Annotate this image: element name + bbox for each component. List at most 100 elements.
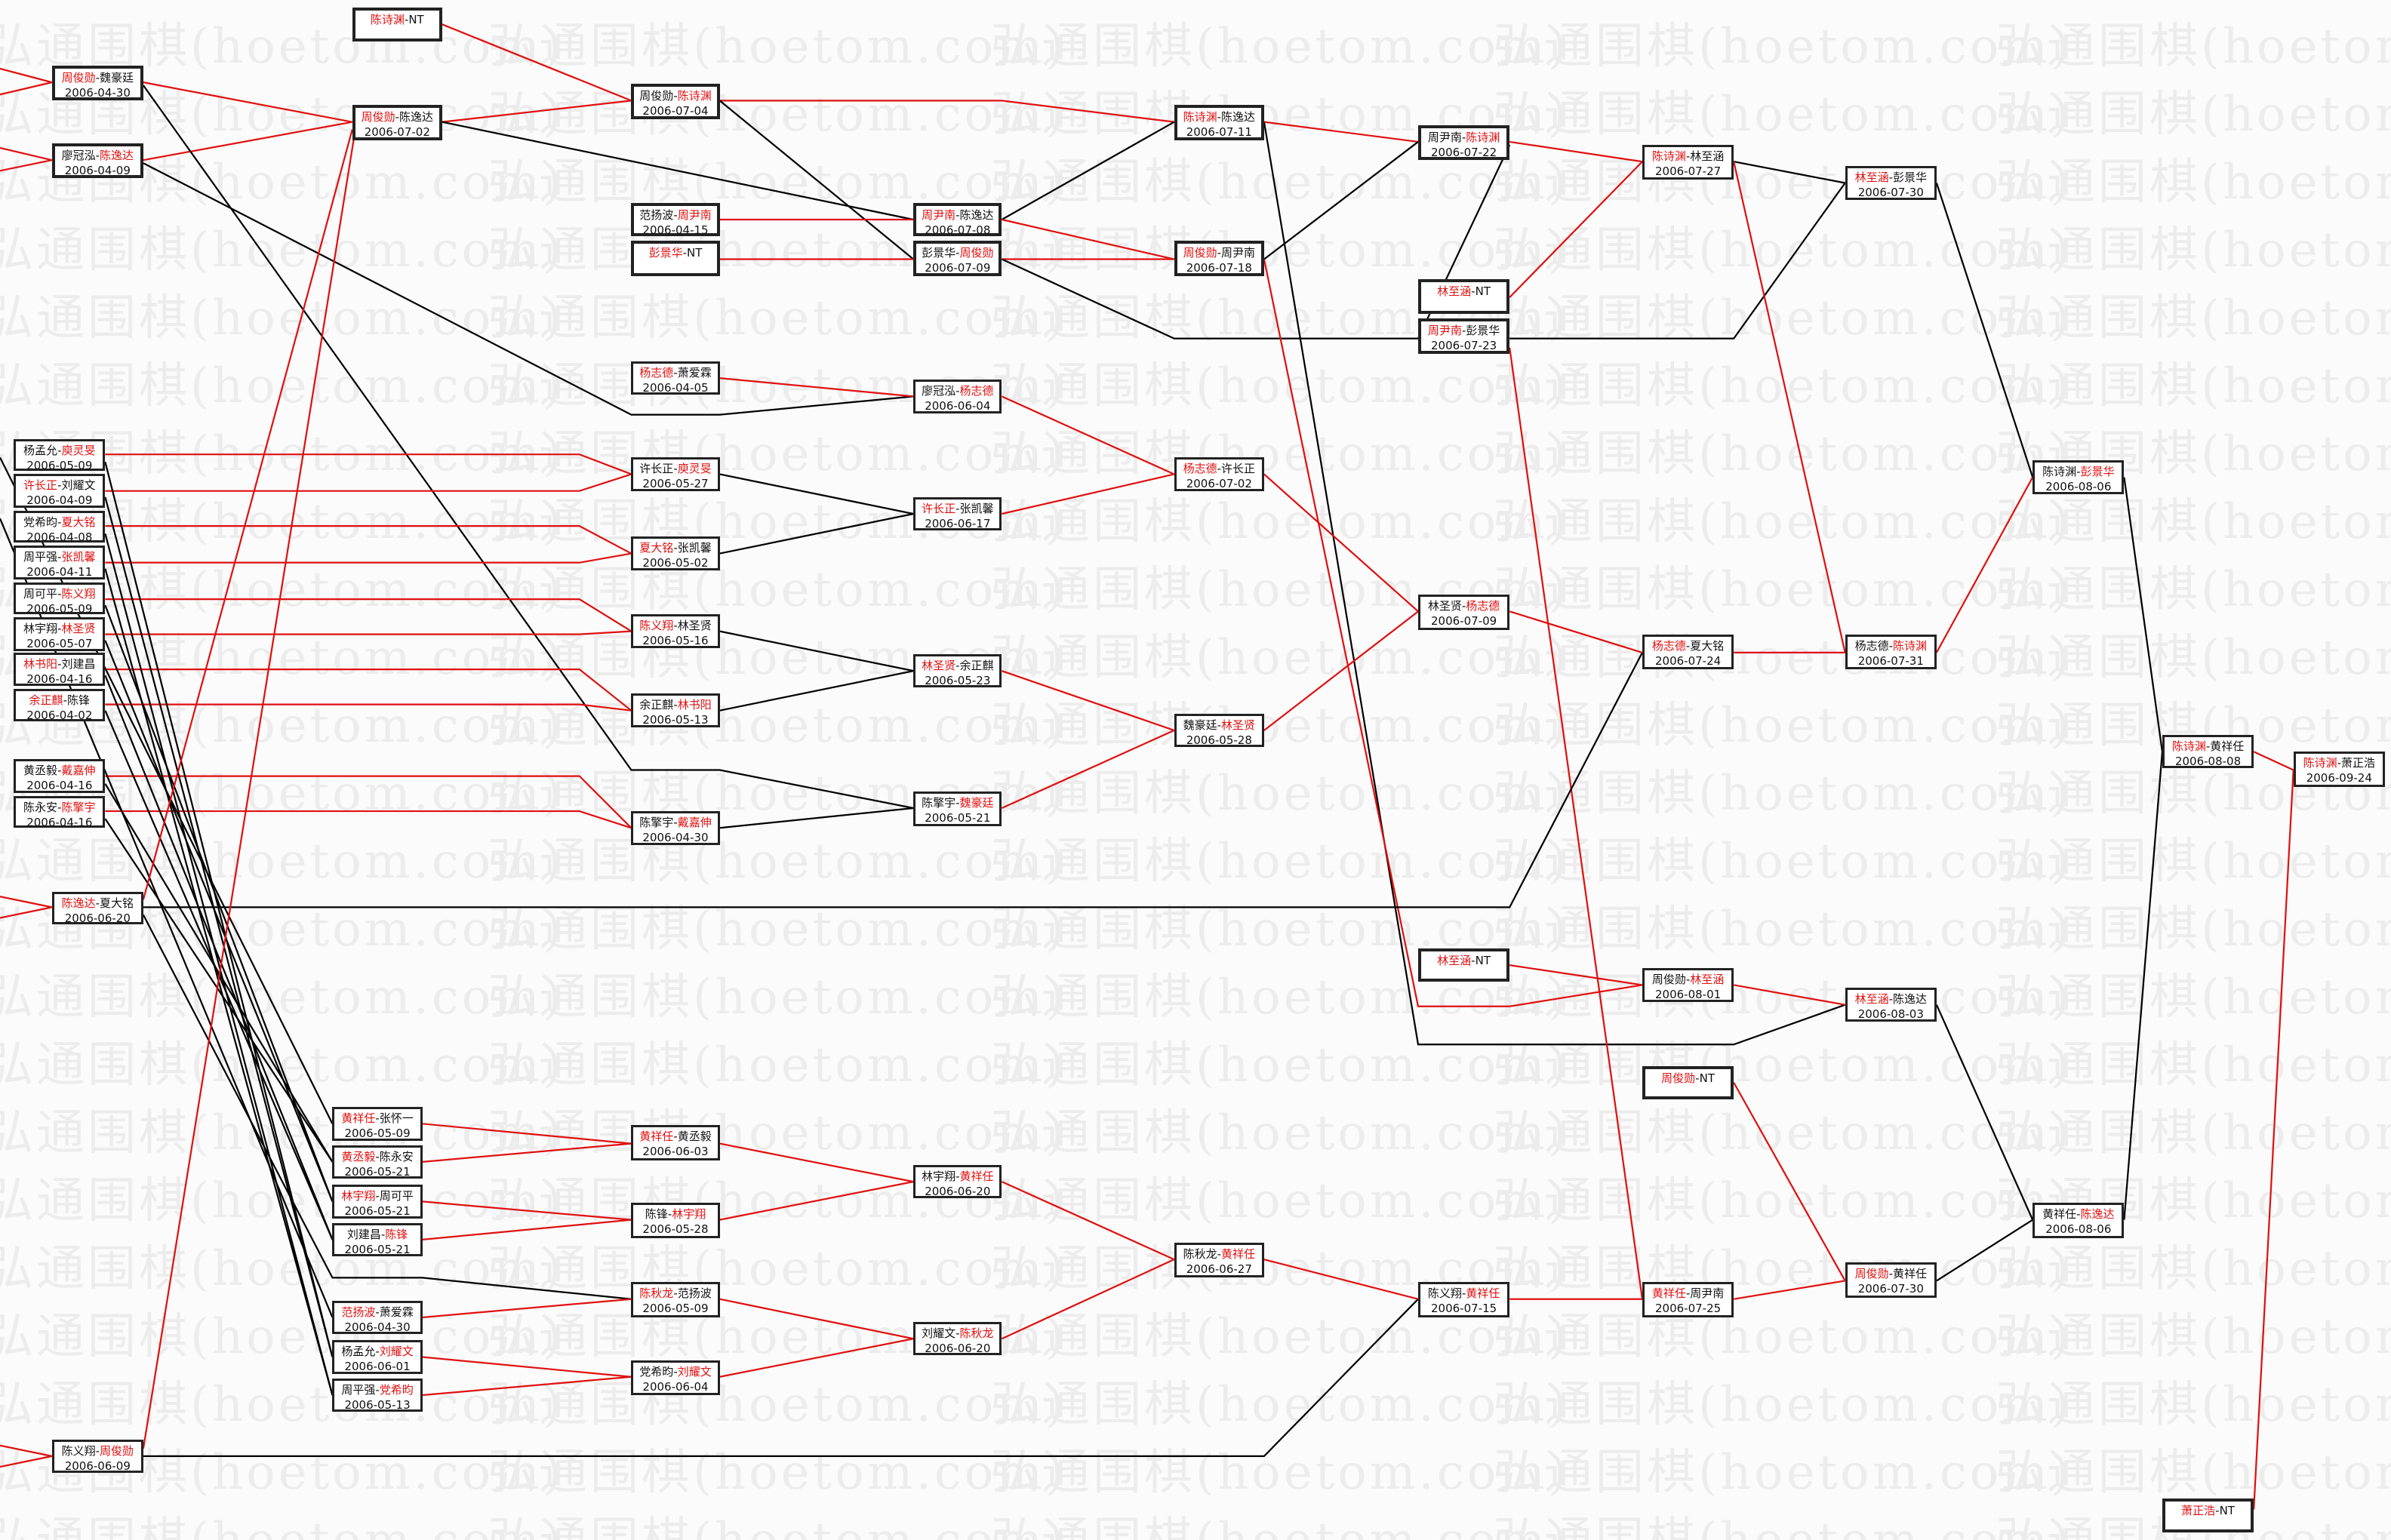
separator-dash: - bbox=[1888, 638, 1893, 653]
match-players: 林至涵-陈逸达 bbox=[1848, 991, 1934, 1007]
bracket-line-black bbox=[143, 162, 914, 416]
match-players: 周可平-陈义翔 bbox=[16, 586, 103, 601]
separator-dash: - bbox=[1461, 130, 1466, 144]
bracket-line-red bbox=[0, 1455, 52, 1468]
separator-dash: - bbox=[57, 515, 62, 529]
match-date: 2006-08-01 bbox=[1654, 988, 1722, 1002]
match-date: 2006-07-04 bbox=[642, 104, 709, 118]
match-players: 周尹南-陈逸达 bbox=[916, 207, 999, 223]
player-2-name: 林书阳 bbox=[677, 698, 712, 712]
player-1-name: 夏大铭 bbox=[639, 541, 674, 555]
player-2-name: 周俊勋 bbox=[959, 246, 994, 260]
bracket-line-red bbox=[0, 906, 52, 919]
match-date: 2006-04-16 bbox=[26, 815, 93, 829]
player-1-name: 陈诗渊 bbox=[2303, 756, 2337, 770]
player-2-name: 黄祥任 bbox=[959, 1169, 994, 1183]
separator-dash: - bbox=[1217, 1246, 1222, 1261]
bracket-line-red bbox=[1263, 259, 1643, 1007]
bracket-line-black bbox=[104, 783, 334, 1163]
player-2-name: 陈逸达 bbox=[1221, 110, 1256, 124]
match-players: 廖冠泓-陈逸达 bbox=[55, 148, 140, 163]
separator-dash: - bbox=[2076, 465, 2081, 479]
player-1-name: 刘耀文 bbox=[922, 1326, 956, 1341]
player-1-name: 周尹南 bbox=[1427, 324, 1462, 338]
match-date: 2006-05-23 bbox=[925, 673, 991, 687]
separator-dash: - bbox=[95, 1443, 100, 1458]
separator-dash: - bbox=[2205, 739, 2211, 754]
match-date: 2006-07-02 bbox=[1186, 477, 1252, 491]
match-players: 林至涵-NT bbox=[1421, 284, 1506, 299]
separator-dash: - bbox=[955, 658, 960, 672]
match-players: 陈秋龙-范扬波 bbox=[633, 1286, 717, 1301]
separator-dash: - bbox=[57, 550, 62, 564]
player-2-name: 戴嘉伸 bbox=[677, 816, 712, 830]
match-date: 2006-05-21 bbox=[344, 1204, 411, 1219]
bracket-line-red bbox=[422, 1219, 632, 1241]
player-1-name: 林至涵 bbox=[1437, 284, 1472, 298]
player-2-name: 余正麒 bbox=[959, 658, 994, 672]
separator-dash: - bbox=[1685, 638, 1691, 653]
player-2-name: 林圣贤 bbox=[61, 622, 96, 636]
match-date: 2006-05-13 bbox=[642, 713, 709, 727]
separator-dash: - bbox=[57, 764, 62, 778]
bracket-line-red bbox=[0, 1444, 52, 1457]
player-2-name: 范扬波 bbox=[677, 1286, 712, 1301]
player-2-name: 萧正浩 bbox=[2341, 756, 2376, 770]
player-2-name: 彭景华 bbox=[1893, 171, 1928, 185]
separator-dash: - bbox=[955, 501, 960, 515]
bracket-line-red bbox=[143, 81, 352, 123]
player-2-name: 林至涵 bbox=[1690, 973, 1725, 987]
match-date: 2006-05-09 bbox=[642, 1302, 709, 1316]
separator-dash: - bbox=[375, 1345, 380, 1359]
separator-dash: - bbox=[57, 800, 62, 814]
player-1-name: 彭景华 bbox=[648, 246, 683, 260]
match-players: 黄丞毅-陈永安 bbox=[334, 1149, 420, 1164]
bracket-line-black bbox=[1001, 121, 1175, 220]
player-2-name: 林圣贤 bbox=[677, 619, 712, 633]
separator-dash: - bbox=[1461, 324, 1466, 338]
player-1-name: 周俊勋 bbox=[361, 110, 395, 124]
match-players: 许长正-刘耀文 bbox=[16, 478, 103, 493]
player-1-name: 陈诗渊 bbox=[2042, 465, 2077, 479]
player-1-name: 陈诗渊 bbox=[2171, 739, 2206, 754]
separator-dash: - bbox=[955, 384, 960, 398]
separator-dash: - bbox=[955, 1169, 960, 1183]
player-1-name: 许长正 bbox=[639, 462, 674, 476]
player-2-name: NT bbox=[2219, 1504, 2235, 1518]
bracket-line-black bbox=[1263, 141, 1419, 260]
match-date: 2006-07-09 bbox=[925, 261, 991, 275]
separator-dash: - bbox=[673, 698, 678, 712]
match-players: 许长正-庾灵旻 bbox=[633, 461, 717, 476]
separator-dash: - bbox=[955, 207, 960, 222]
bracket-line-red bbox=[719, 1338, 914, 1378]
bracket-line-red bbox=[2253, 751, 2294, 771]
player-2-name: 刘耀文 bbox=[379, 1345, 414, 1359]
match-players: 党希昀-夏大铭 bbox=[16, 515, 103, 530]
match-players: 陈诗渊-陈逸达 bbox=[1177, 109, 1261, 124]
separator-dash: - bbox=[57, 656, 62, 671]
match-date: 2006-05-09 bbox=[26, 458, 93, 472]
match-date: 2006-04-09 bbox=[26, 493, 93, 508]
match-players: 林至涵-NT bbox=[1421, 953, 1506, 968]
player-2-name: 萧爱霖 bbox=[677, 365, 712, 380]
bracket-line-red bbox=[422, 1142, 632, 1163]
match-date: 2006-08-03 bbox=[1857, 1007, 1924, 1022]
player-2-name: 杨志德 bbox=[1466, 599, 1500, 613]
bracket-line-red bbox=[105, 525, 632, 555]
player-1-name: 陈擎宇 bbox=[922, 795, 956, 810]
player-1-name: 黄祥任 bbox=[639, 1130, 674, 1144]
